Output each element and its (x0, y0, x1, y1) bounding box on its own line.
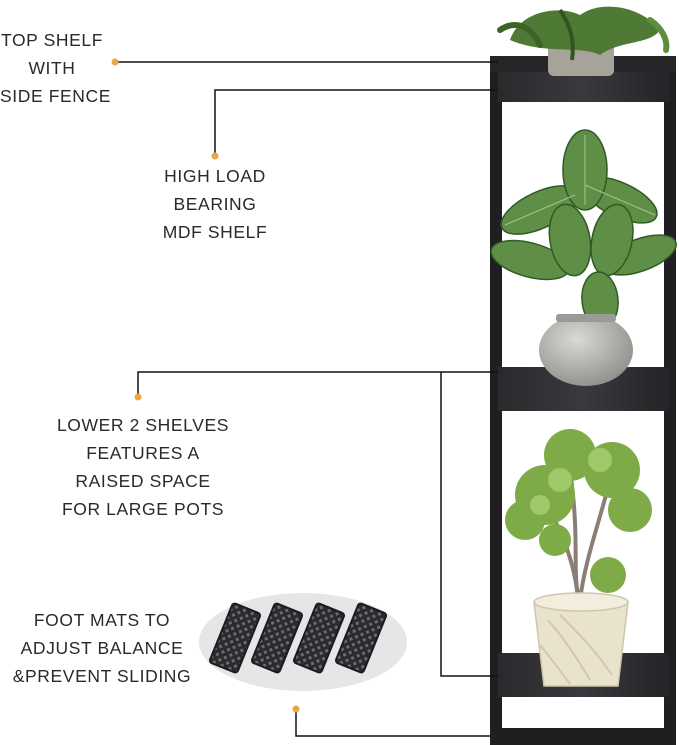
foot-mat (251, 602, 303, 674)
foot-mat (335, 602, 387, 674)
leader-lower-shelves (137, 371, 498, 397)
callout-dot (211, 152, 219, 160)
callout-line: WITH (28, 58, 76, 78)
leader-foot-mats (295, 709, 490, 737)
callout-line: HIGH LOAD (164, 166, 266, 186)
callout-line: TOP SHELF (0, 30, 103, 50)
callout-lower-shelves: LOWER 2 SHELVES FEATURES A RAISED SPACE … (48, 411, 238, 523)
callout-line: FOOT MATS TO (33, 610, 171, 630)
callout-dot (111, 58, 119, 66)
callout-dot (134, 393, 142, 401)
callout-line: SIDE FENCE (0, 86, 112, 106)
base-rail (490, 728, 676, 745)
middle-plant (490, 129, 677, 386)
callout-line: BEARING (173, 194, 257, 214)
callout-foot-mats: FOOT MATS TO ADJUST BALANCE &PREVENT SLI… (0, 606, 204, 690)
foot-mat (209, 602, 261, 674)
callout-line: MDF SHELF (162, 222, 268, 242)
callout-line: FEATURES A (86, 443, 200, 463)
left-post (490, 60, 502, 745)
callout-line: FOR LARGE POTS (61, 499, 225, 519)
leader-lower-shelves-branch (440, 372, 498, 677)
bottom-plant (505, 429, 652, 687)
foot-mats-illustration (199, 593, 407, 691)
leader-mdf-shelf (214, 89, 498, 156)
callout-top-shelf: TOP SHELF WITH SIDE FENCE (0, 26, 112, 110)
callout-mdf-shelf: HIGH LOAD BEARING MDF SHELF (150, 162, 280, 246)
callout-line: &PREVENT SLIDING (12, 666, 192, 686)
callout-line: RAISED SPACE (75, 471, 211, 491)
callout-dot (292, 705, 300, 713)
leader-lines (115, 61, 498, 737)
foot-mat (293, 602, 345, 674)
callout-line: ADJUST BALANCE (20, 638, 184, 658)
top-plant (497, 6, 670, 76)
callout-dots (111, 58, 300, 713)
callout-line: LOWER 2 SHELVES (56, 415, 230, 435)
